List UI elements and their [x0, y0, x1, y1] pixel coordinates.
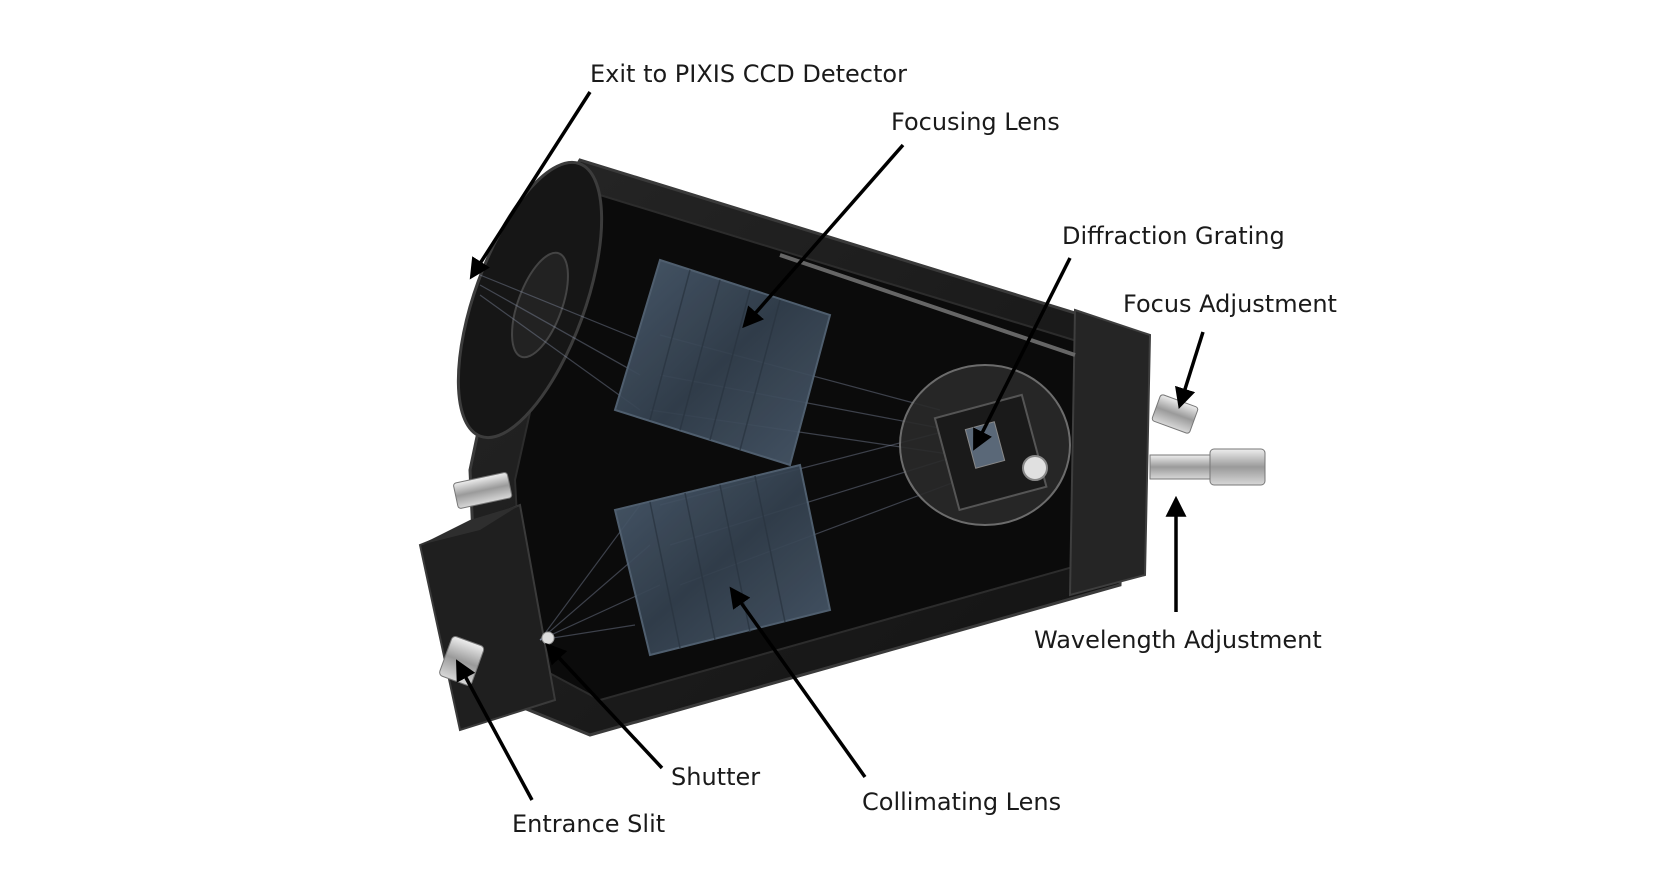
label-focus-adjustment: Focus Adjustment [1123, 290, 1337, 318]
label-shutter: Shutter [671, 763, 761, 791]
arrow-collimating-lens [729, 586, 867, 779]
collimating-lens [613, 463, 832, 657]
callout-arrows [456, 91, 1205, 801]
arrow-shutter [545, 642, 664, 770]
label-exit: Exit to PIXIS CCD Detector [590, 60, 907, 88]
arrow-focusing-lens [742, 143, 905, 329]
diffraction-grating-mount [899, 364, 1071, 526]
side-knob [453, 472, 513, 509]
wavelength-micrometer [1149, 448, 1266, 486]
label-entrance-slit: Entrance Slit [512, 810, 666, 838]
shutter-aperture [541, 631, 555, 645]
label-collimating-lens: Collimating Lens [862, 788, 1062, 816]
label-diffraction-grating: Diffraction Grating [1062, 222, 1285, 250]
label-focusing-lens: Focusing Lens [891, 108, 1060, 136]
label-wavelength-adjustment: Wavelength Adjustment [1034, 626, 1322, 654]
arrow-focus-adjustment [1175, 331, 1205, 410]
focus-knob [1151, 394, 1199, 434]
arrow-exit [469, 91, 592, 280]
arrow-entrance-slit [456, 659, 534, 801]
arrow-diffraction-grating [973, 257, 1072, 451]
drive-rod [779, 253, 1076, 357]
focusing-lens [613, 258, 832, 467]
